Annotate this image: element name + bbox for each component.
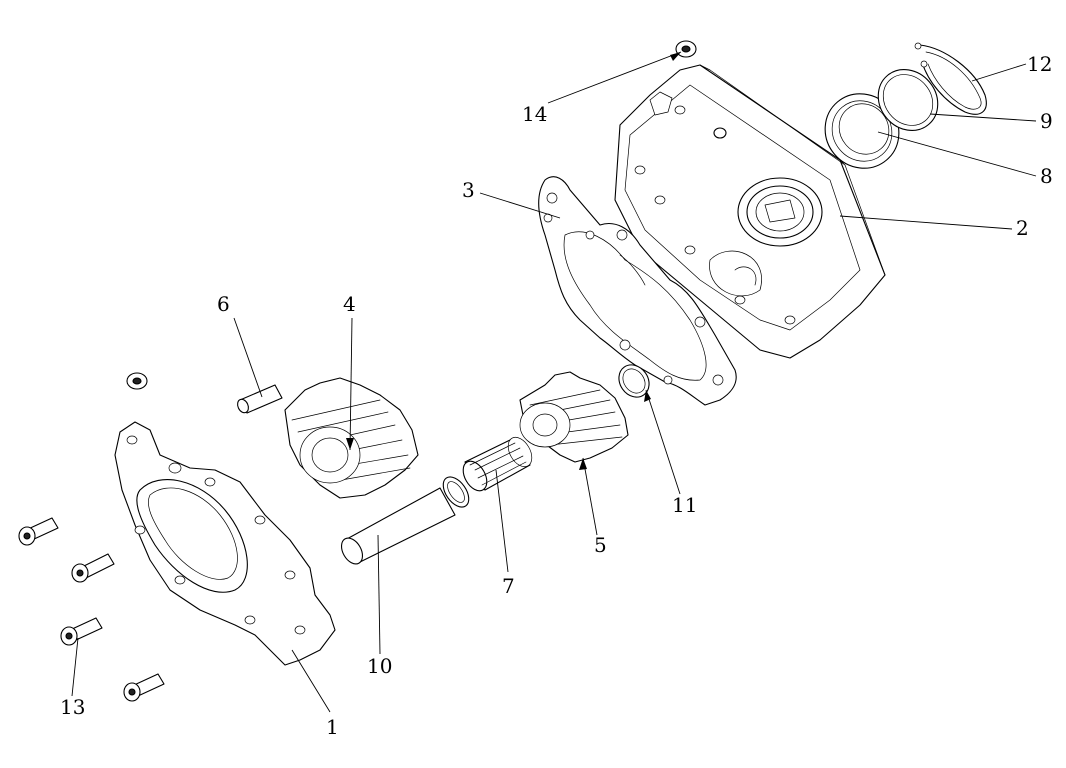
callout-8: 8 [1040,164,1053,188]
callout-3: 3 [462,178,475,202]
part-end-cover [114,421,336,666]
part-bolt-2 [71,553,115,583]
part-small-oring [618,364,650,398]
part-needle-bearing [462,436,533,492]
part-housing [614,64,886,359]
leader-5 [582,457,598,536]
callout-12: 12 [1027,52,1052,76]
leader-4 [349,317,353,451]
callout-10: 10 [367,654,392,678]
leader-11 [645,389,681,495]
leader-13 [71,637,79,697]
callout-7: 7 [502,574,515,598]
leader-14 [547,51,682,104]
part-bolt-3 [60,617,103,646]
leader-2 [839,215,1013,230]
leader-10 [377,534,381,655]
leader-lines [71,51,1037,713]
part-top-nut [675,40,697,58]
leader-9 [929,113,1037,122]
leader-1 [291,649,331,713]
callout-6: 6 [217,292,230,316]
callout-14: 14 [522,102,547,126]
callout-9: 9 [1040,109,1053,133]
part-bearing-washer [442,476,470,508]
part-bolt-1 [18,517,59,546]
part-gasket [538,176,737,406]
leader-12 [971,63,1027,82]
leader-8 [877,131,1037,177]
part-retaining-ring [914,42,987,115]
callout-13: 13 [60,695,85,719]
leader-7 [495,469,509,573]
leader-6 [233,317,263,398]
part-bolt-4 [123,673,165,702]
callout-labels: 1 2 3 4 5 6 7 8 9 10 11 12 13 14 [60,52,1053,739]
callout-4: 4 [343,292,356,316]
callout-2: 2 [1016,216,1029,240]
part-dowel-pin [237,384,283,414]
leader-3 [479,192,561,219]
callout-5: 5 [594,533,607,557]
callout-11: 11 [672,493,697,517]
part-washer-ring [877,69,939,131]
part-gear-right [519,371,629,463]
part-shaft [340,487,456,565]
part-cover-nut [126,372,148,390]
callout-1: 1 [326,715,339,739]
